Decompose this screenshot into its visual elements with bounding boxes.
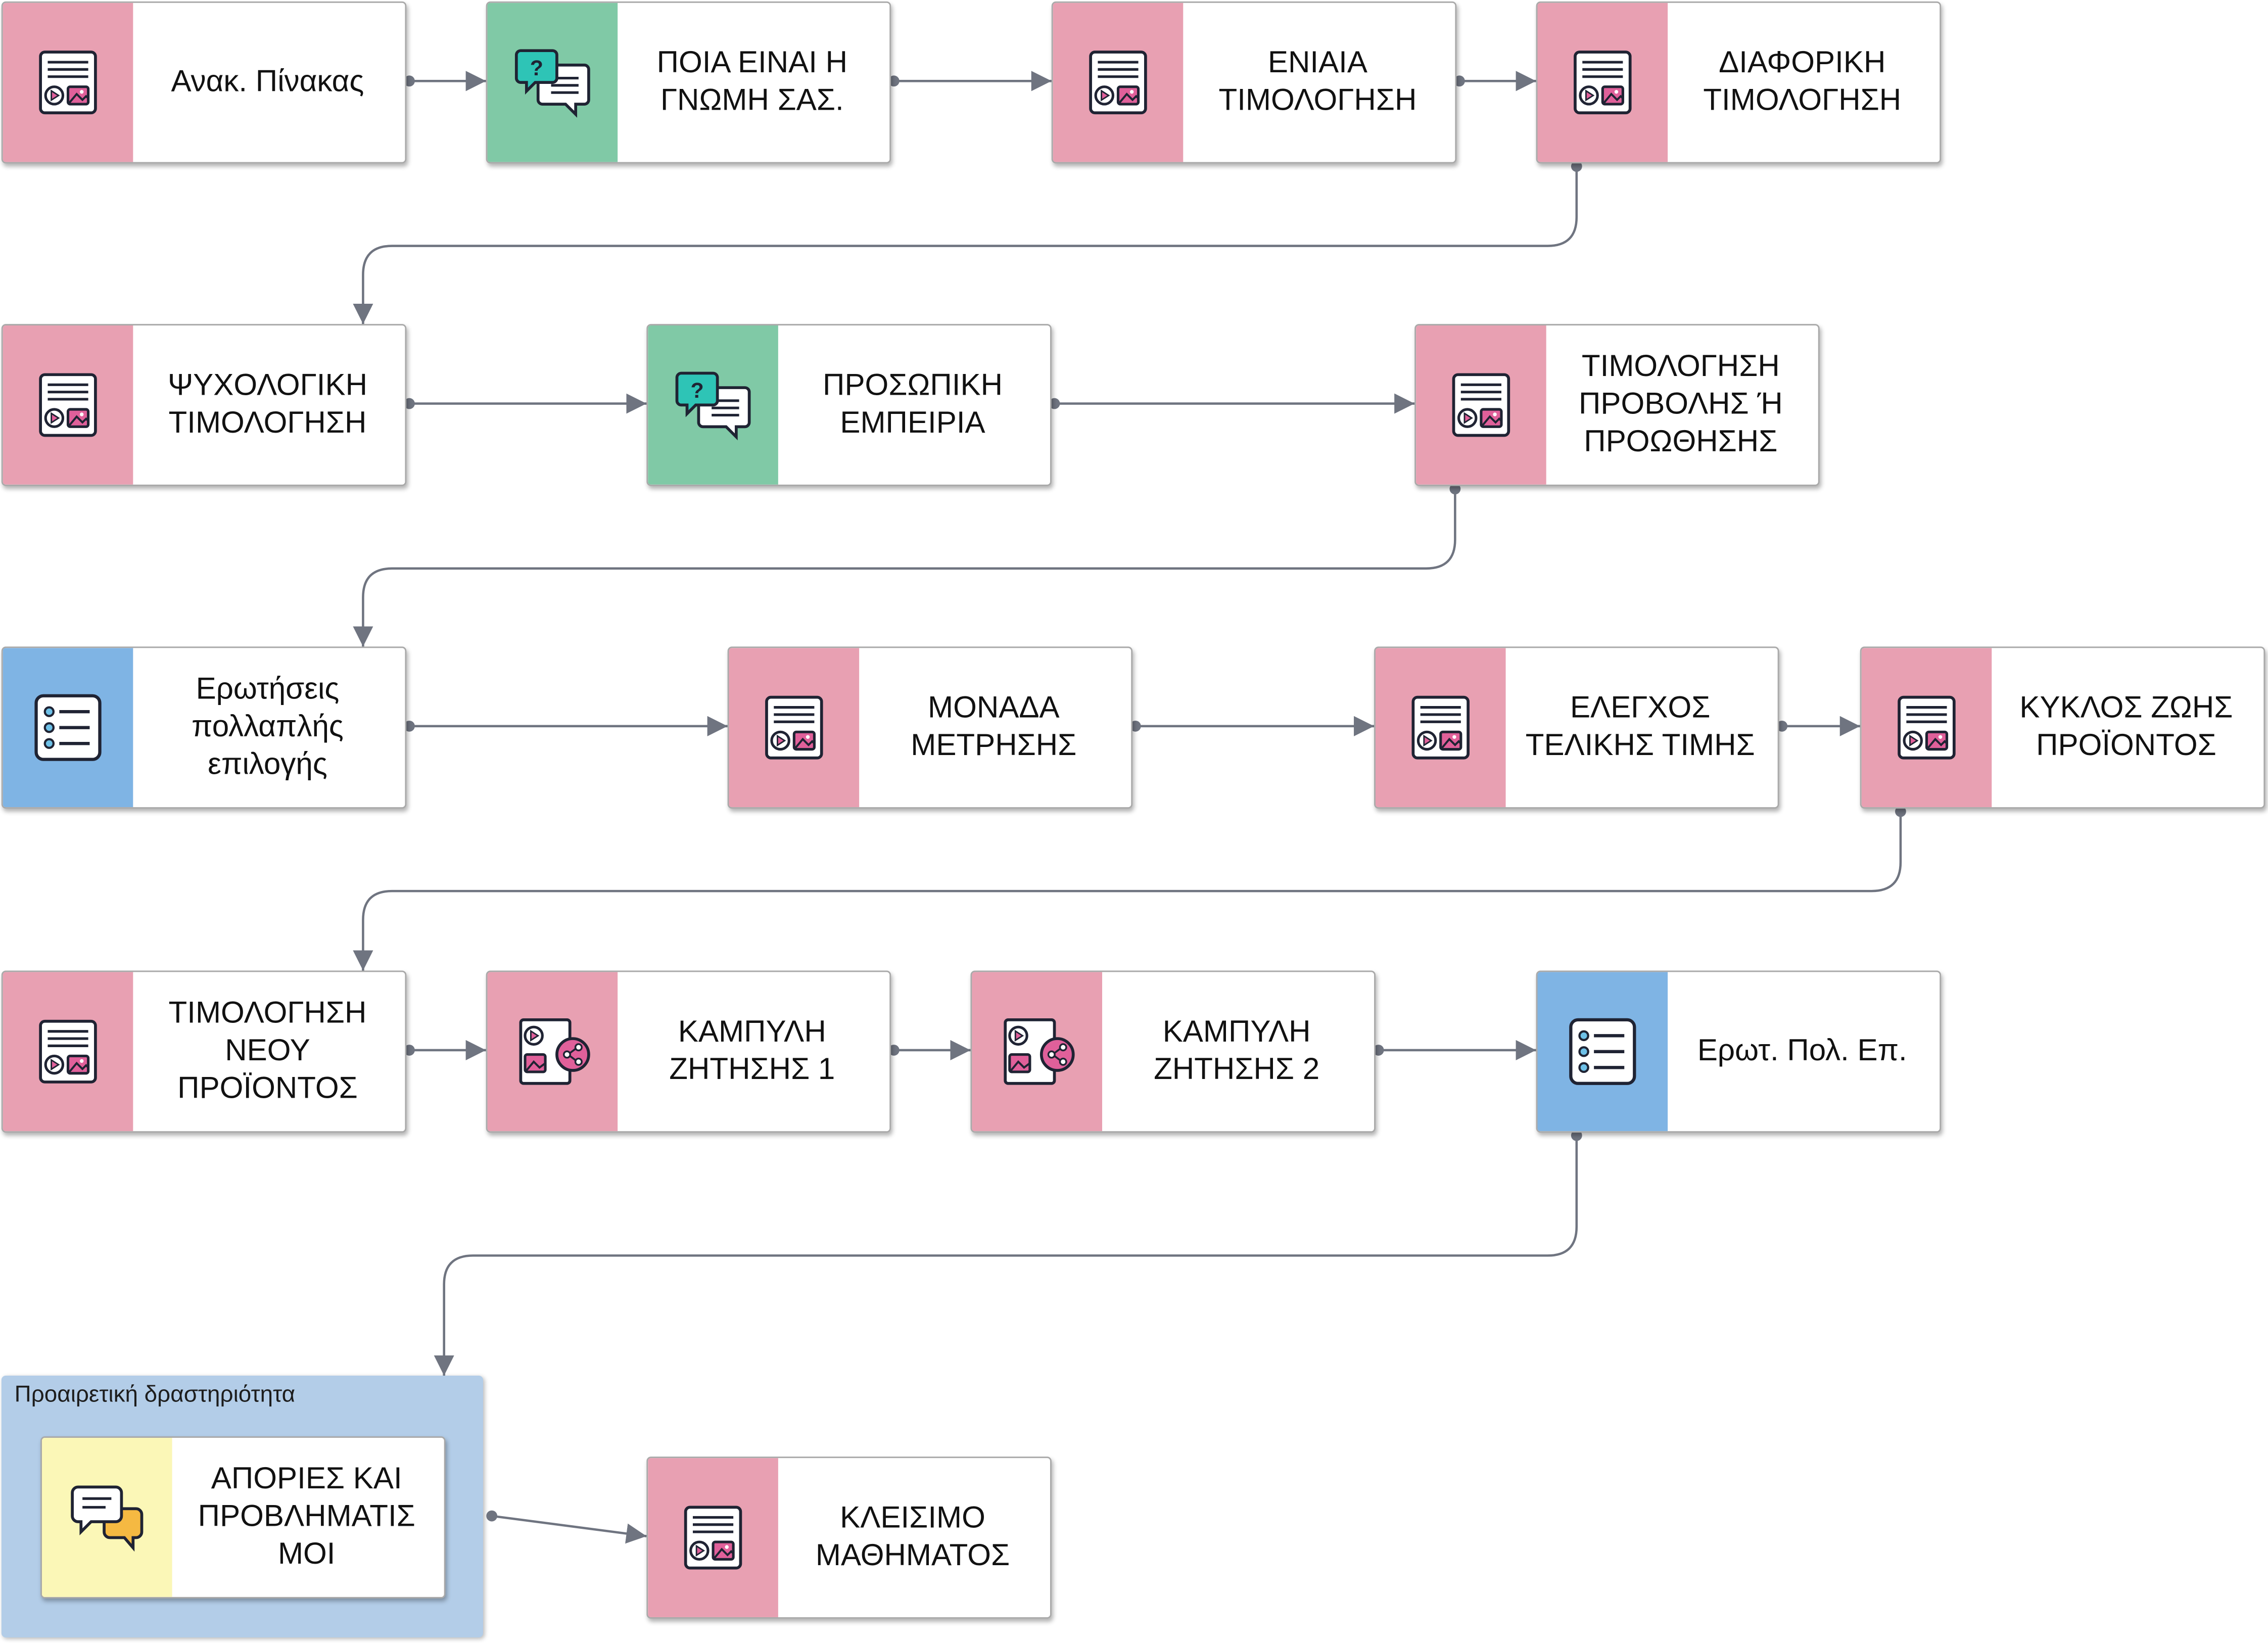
connector-dot <box>404 75 415 87</box>
node-color-band <box>487 972 618 1132</box>
node-label: ΑΠΟΡΙΕΣ ΚΑΙ ΠΡΟΒΛΗΜΑΤΙΣ ΜΟΙ <box>198 1462 415 1571</box>
connector-dot <box>888 1045 900 1056</box>
connector-dot <box>1571 1130 1582 1141</box>
media-share-icon <box>519 1018 590 1085</box>
node-color-band <box>3 325 133 485</box>
activity-node-n13[interactable]: ΚΑΜΠΥΛΗ ΖΗΤΗΣΗΣ 1 <box>486 970 891 1133</box>
connector-dot <box>404 720 415 732</box>
activity-node-n2[interactable]: ? ΠΟΙΑ ΕΙΝΑΙ Η ΓΝΩΜΗ ΣΑΣ. <box>486 1 891 164</box>
connector-n15-n16 <box>434 1135 1578 1376</box>
chat-question-icon: ? <box>675 371 751 441</box>
activity-node-n9[interactable]: ΜΟΝΑΔΑ ΜΕΤΡΗΣΗΣ <box>727 646 1133 809</box>
node-color-band <box>42 1438 172 1597</box>
node-label: ΠΡΟΣΩΠΙΚΗ ΕΜΠΕΙΡΙΑ <box>823 368 1003 440</box>
activity-node-n12[interactable]: ΤΙΜΟΛΟΓΗΣΗ ΝΕΟΥ ΠΡΟΪΟΝΤΟΣ <box>1 970 407 1133</box>
connector-dot <box>1776 720 1788 732</box>
node-label: ΚΥΚΛΟΣ ΖΩΗΣ ΠΡΟΪΟΝΤΟΣ <box>2019 691 2233 763</box>
activity-node-n3[interactable]: ΕΝΙΑΙΑ ΤΙΜΟΛΟΓΗΣΗ <box>1051 1 1457 164</box>
svg-text:?: ? <box>690 379 703 403</box>
activity-node-n7[interactable]: ΤΙΜΟΛΟΓΗΣΗ ΠΡΟΒΟΛΗΣ Ή ΠΡΟΩΘΗΣΗΣ <box>1414 324 1820 486</box>
node-color-band <box>729 648 860 808</box>
node-label: ΠΟΙΑ ΕΙΝΑΙ Η ΓΝΩΜΗ ΣΑΣ. <box>656 46 848 117</box>
presentation-icon <box>1089 51 1147 115</box>
media-share-icon <box>1004 1018 1075 1085</box>
connector-dot <box>486 1510 498 1522</box>
node-color-band <box>1537 972 1668 1132</box>
connector-dot <box>404 398 415 409</box>
node-label: ΕΛΕΓΧΟΣ ΤΕΛΙΚΗΣ ΤΙΜΗΣ <box>1525 691 1755 763</box>
activity-node-n1[interactable]: Ανακ. Πίνακας <box>1 1 407 164</box>
connector-dot <box>1129 720 1141 732</box>
node-label: ΚΛΕΙΣΙΜΟ ΜΑΘΗΜΑΤΟΣ <box>815 1501 1010 1573</box>
node-color-band <box>1537 3 1668 162</box>
connector-n7-n8 <box>353 489 1456 647</box>
node-color-band <box>1375 648 1506 808</box>
presentation-icon <box>39 51 97 115</box>
node-label: ΤΙΜΟΛΟΓΗΣΗ ΠΡΟΒΟΛΗΣ Ή ΠΡΟΩΘΗΣΗΣ <box>1578 350 1783 459</box>
activity-node-n11[interactable]: ΚΥΚΛΟΣ ΖΩΗΣ ΠΡΟΪΟΝΤΟΣ <box>1860 646 2265 809</box>
chat-question-icon: ? <box>514 49 590 118</box>
connector-n11-n12 <box>353 811 1902 971</box>
node-label: Ανακ. Πίνακας <box>171 65 364 99</box>
activity-node-n4[interactable]: ΔΙΑΦΟΡΙΚΗ ΤΙΜΟΛΟΓΗΣΗ <box>1536 1 1942 164</box>
presentation-icon <box>39 1019 97 1084</box>
connector-dot <box>1449 483 1461 495</box>
node-color-band <box>3 648 133 808</box>
node-color-band <box>972 972 1102 1132</box>
presentation-icon <box>1452 373 1510 437</box>
presentation-icon <box>684 1506 742 1570</box>
activity-node-n10[interactable]: ΕΛΕΓΧΟΣ ΤΕΛΙΚΗΣ ΤΙΜΗΣ <box>1374 646 1779 809</box>
node-label: ΚΑΜΠΥΛΗ ΖΗΤΗΣΗΣ 2 <box>1154 1015 1320 1087</box>
node-color-band <box>648 1458 778 1617</box>
node-label: ΜΟΝΑΔΑ ΜΕΤΡΗΣΗΣ <box>911 691 1077 763</box>
checklist-icon <box>1569 1018 1636 1085</box>
connector-dot <box>1373 1045 1384 1056</box>
activity-node-n14[interactable]: ΚΑΜΠΥΛΗ ΖΗΤΗΣΗΣ 2 <box>970 970 1376 1133</box>
node-color-band <box>3 972 133 1132</box>
node-label: ΤΙΜΟΛΟΓΗΣΗ ΝΕΟΥ ΠΡΟΪΟΝΤΟΣ <box>168 997 367 1105</box>
activity-node-n16[interactable]: ΑΠΟΡΙΕΣ ΚΑΙ ΠΡΟΒΛΗΜΑΤΙΣ ΜΟΙ <box>40 1436 446 1599</box>
connector-n4-n5 <box>353 166 1578 324</box>
presentation-icon <box>1898 695 1956 760</box>
node-color-band: ? <box>487 3 618 162</box>
node-color-band <box>1053 3 1184 162</box>
presentation-icon <box>1574 51 1632 115</box>
connector-dot <box>888 75 900 87</box>
node-label: ΕΝΙΑΙΑ ΤΙΜΟΛΟΓΗΣΗ <box>1218 46 1417 117</box>
connector-dot <box>1571 161 1582 172</box>
presentation-icon <box>39 373 97 437</box>
connector-dot <box>404 1045 415 1056</box>
activity-node-n6[interactable]: ? ΠΡΟΣΩΠΙΚΗ ΕΜΠΕΙΡΙΑ <box>646 324 1052 486</box>
group-label: Προαιρετική δραστηριότητα <box>14 1383 296 1407</box>
chat-bubbles-icon <box>71 1485 144 1552</box>
activity-node-n5[interactable]: ΨΥΧΟΛΟΓΙΚΗ ΤΙΜΟΛΟΓΗΣΗ <box>1 324 407 486</box>
node-label: Ερωτ. Πολ. Επ. <box>1697 1034 1907 1068</box>
activity-node-n15[interactable]: Ερωτ. Πολ. Επ. <box>1536 970 1942 1133</box>
node-color-band: ? <box>648 325 778 485</box>
connector-dot <box>1049 398 1060 409</box>
activity-node-n17[interactable]: ΚΛΕΙΣΙΜΟ ΜΑΘΗΜΑΤΟΣ <box>646 1457 1052 1619</box>
connector-dot <box>1895 806 1906 817</box>
connector-dot <box>1454 75 1465 87</box>
svg-text:?: ? <box>530 56 543 80</box>
node-label: ΔΙΑΦΟΡΙΚΗ ΤΙΜΟΛΟΓΗΣΗ <box>1703 46 1902 117</box>
node-color-band <box>1416 325 1546 485</box>
node-color-band <box>1861 648 1992 808</box>
node-color-band <box>3 3 133 162</box>
presentation-icon <box>765 695 823 760</box>
node-label: ΨΥΧΟΛΟΓΙΚΗ ΤΙΜΟΛΟΓΗΣΗ <box>167 368 367 440</box>
node-label: ΚΑΜΠΥΛΗ ΖΗΤΗΣΗΣ 1 <box>669 1015 835 1087</box>
activity-node-n8[interactable]: Ερωτήσεις πολλαπλής επιλογής <box>1 646 407 809</box>
checklist-icon <box>34 694 102 761</box>
connector-n16-n17 <box>491 1515 647 1544</box>
node-label: Ερωτήσεις πολλαπλής επιλογής <box>192 672 344 781</box>
presentation-icon <box>1411 695 1470 760</box>
